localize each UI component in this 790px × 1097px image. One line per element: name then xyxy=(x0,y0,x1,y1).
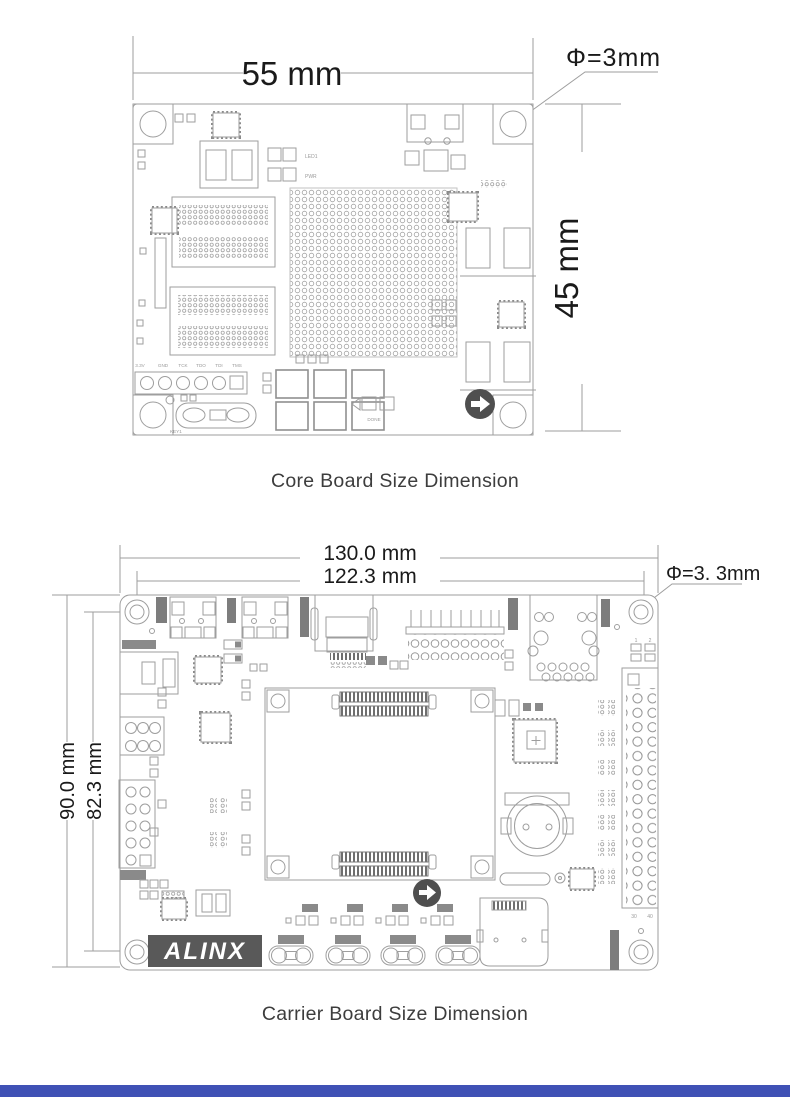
core-height-dimension: 45 mm xyxy=(545,103,621,432)
carrier-wifi-qfn xyxy=(512,718,558,764)
svg-text:TDI: TDI xyxy=(215,363,222,368)
core-width-dimension: 55 mm xyxy=(132,36,534,100)
carrier-arrow-logo-icon xyxy=(413,879,441,907)
led-pair xyxy=(285,904,319,926)
carrier-height-dimensions: 90.0 mm 82.3 mm xyxy=(52,594,137,968)
core-mounting-holes xyxy=(132,103,534,436)
svg-text:40: 40 xyxy=(647,914,653,920)
core-board-diagram: 55 mm 45 mm Φ=3mm LED1 PWR xyxy=(132,36,661,436)
alinx-logo: ALINX xyxy=(148,935,262,967)
svg-text:TCK: TCK xyxy=(178,363,188,368)
core-jtag-header: 3.3V GND TCK TDO TDI TMS xyxy=(134,363,248,395)
carrier-ethernet-jack xyxy=(527,594,600,682)
carrier-inner-width-label: 122.3 mm xyxy=(323,565,416,588)
carrier-bottom-left-cluster xyxy=(139,879,185,900)
carrier-hdmi-connector xyxy=(310,594,378,668)
carrier-hole-callout: Φ=3. 3mm xyxy=(649,563,760,602)
board-to-board-connector-bottom xyxy=(331,851,437,877)
svg-text:TDO: TDO xyxy=(196,363,206,368)
carrier-idc-header xyxy=(118,779,156,869)
core-pin-strip xyxy=(154,237,167,309)
carrier-inner-height-label: 82.3 mm xyxy=(84,742,106,820)
svg-text:GND: GND xyxy=(158,363,169,368)
core-left-passives xyxy=(136,113,196,345)
carrier-above-qfn-parts xyxy=(494,699,543,717)
carrier-jumper-block xyxy=(119,716,165,756)
carrier-width-dimensions: 130.0 mm 122.3 mm xyxy=(119,542,659,600)
carrier-outer-width-label: 130.0 mm xyxy=(323,542,416,565)
core-arrow-logo-icon xyxy=(465,389,495,419)
core-power-module xyxy=(199,140,259,189)
core-small-caps xyxy=(262,354,329,394)
core-ddr-grid-1 xyxy=(171,196,276,268)
core-right-passives xyxy=(431,299,457,327)
core-key1-button: KEY1 xyxy=(165,394,257,434)
core-inductor-block-2 xyxy=(460,341,536,391)
carrier-usb-connector-1 xyxy=(169,596,217,639)
carrier-left-of-som-passives xyxy=(241,679,251,856)
svg-text:PWR: PWR xyxy=(305,174,317,180)
svg-text:DONE: DONE xyxy=(367,417,380,422)
svg-text:KEY1: KEY1 xyxy=(170,429,182,434)
core-led-indicators: LED1 PWR xyxy=(267,147,318,182)
core-regulator-bank xyxy=(275,369,385,431)
core-ddr-grid-2 xyxy=(169,286,276,356)
carrier-power-jack xyxy=(119,651,179,695)
svg-text:3.3V: 3.3V xyxy=(135,363,145,368)
core-hole-callout: Φ=3mm xyxy=(515,44,661,123)
core-height-dimension-label: 45 mm xyxy=(548,218,585,319)
svg-text:2: 2 xyxy=(649,638,652,644)
carrier-crystal xyxy=(195,889,231,917)
core-bga-grid xyxy=(289,187,458,358)
svg-text:TMS: TMS xyxy=(232,363,242,368)
carrier-board-diagram: 130.0 mm 122.3 mm Φ=3. 3mm 90.0 mm 82.3 … xyxy=(52,542,760,971)
bottom-accent-bar xyxy=(0,1085,790,1097)
carrier-coin-battery xyxy=(500,792,574,857)
carrier-right-passive-column xyxy=(598,700,615,884)
carrier-pin-header xyxy=(405,610,505,660)
svg-text:30: 30 xyxy=(631,914,637,920)
carrier-fuse xyxy=(499,872,551,886)
carrier-mid-passives xyxy=(149,639,514,837)
core-hole-diameter-label: Φ=3mm xyxy=(566,44,661,72)
core-width-dimension-label: 55 mm xyxy=(242,55,343,92)
svg-text:1: 1 xyxy=(635,638,638,644)
board-to-board-connector-top xyxy=(331,691,437,717)
svg-text:ALINX: ALINX xyxy=(163,938,246,965)
core-inductor-block-1 xyxy=(460,227,536,277)
push-button xyxy=(268,935,314,966)
carrier-bottom-right-soic xyxy=(554,867,596,891)
carrier-gpio-header: 1 2 30 40 xyxy=(621,638,659,920)
carrier-hole-diameter-label: Φ=3. 3mm xyxy=(666,563,760,585)
core-usb-connector xyxy=(404,103,466,172)
carrier-sd-card-slot xyxy=(476,897,549,967)
core-board-caption: Core Board Size Dimension xyxy=(270,470,520,492)
carrier-outer-height-label: 90.0 mm xyxy=(57,742,79,820)
carrier-board-caption: Carrier Board Size Dimension xyxy=(261,1003,529,1025)
carrier-som-footprint xyxy=(264,687,496,881)
core-done-led: DONE xyxy=(351,396,395,422)
carrier-usb-connector-2 xyxy=(241,596,289,639)
svg-text:LED1: LED1 xyxy=(305,154,318,160)
core-caps-row xyxy=(481,180,507,188)
